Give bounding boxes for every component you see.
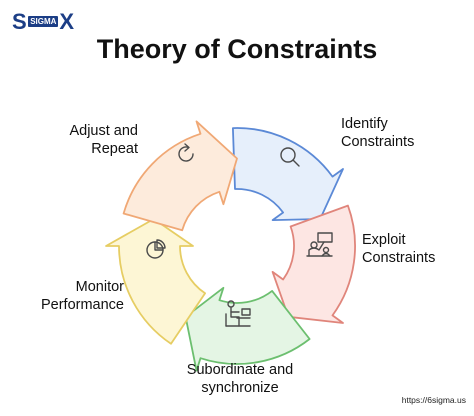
logo-badge: SIGMA	[28, 15, 59, 27]
step-label-line1: Subordinate and	[186, 362, 294, 378]
logo-letter-x: X	[59, 9, 75, 34]
arrow-exploit	[271, 204, 356, 324]
desk-worker-icon	[225, 300, 251, 327]
arrow-adjust	[122, 120, 238, 232]
presenter-icon	[306, 232, 333, 257]
arrow-subordinate	[184, 286, 311, 372]
sixsigma-logo: S SIGMA X	[12, 9, 75, 35]
cycle-icons	[146, 143, 333, 327]
step-label-subordinate: Subordinate and synchronize	[170, 361, 310, 397]
step-label-line2: Repeat	[91, 141, 138, 157]
step-label-identify: Identify Constraints	[341, 115, 414, 151]
step-label-line2: Constraints	[341, 134, 415, 150]
step-label-line1: Exploit	[362, 232, 406, 248]
footer-url: https://6sigma.us	[401, 395, 466, 405]
pie-chart-icon	[146, 239, 166, 259]
step-label-exploit: Exploit Constraints	[362, 231, 435, 267]
step-label-line2: Constraints	[362, 250, 436, 266]
step-label-line2: Performance	[40, 297, 124, 313]
step-label-adjust: Adjust and Repeat	[50, 122, 138, 158]
step-label-line2: synchronize	[201, 380, 279, 396]
logo-letter-s: S	[12, 9, 28, 34]
arrow-identify	[232, 127, 344, 221]
step-label-line1: Adjust and	[69, 123, 138, 139]
magnifier-icon	[280, 147, 300, 167]
refresh-icon	[178, 143, 194, 162]
diagram-title: Theory of Constraints	[96, 34, 378, 64]
step-label-line1: Monitor	[75, 279, 124, 295]
step-label-line1: Identify	[341, 116, 388, 132]
cycle-arrows	[105, 120, 356, 372]
step-label-monitor: Monitor Performance	[20, 278, 124, 314]
arrow-monitor	[105, 218, 206, 345]
